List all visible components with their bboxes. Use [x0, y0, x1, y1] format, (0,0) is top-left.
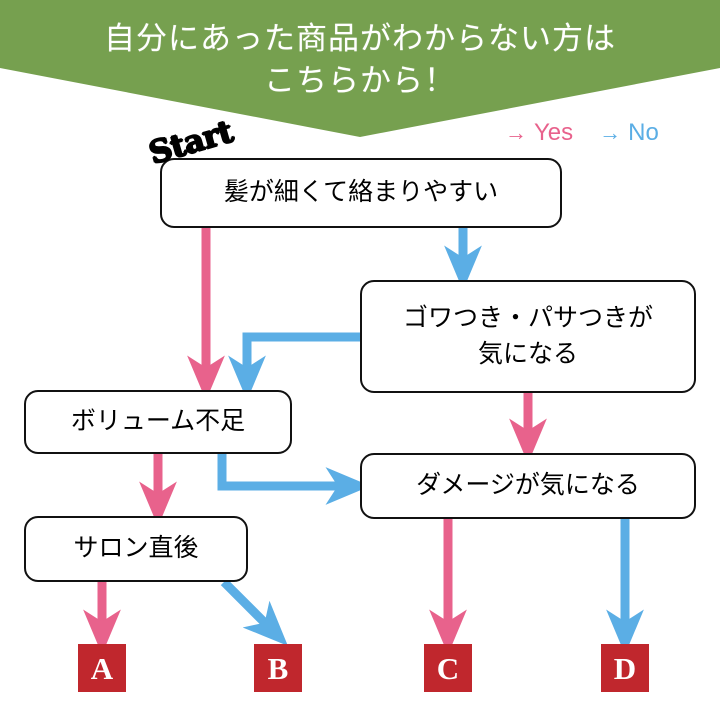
- node-after-salon[interactable]: サロン直後: [24, 516, 248, 582]
- result-badge-b[interactable]: B: [254, 644, 302, 692]
- node-label-line2: 気になる: [477, 340, 578, 368]
- node-volume-lack[interactable]: ボリューム不足: [24, 390, 292, 454]
- legend: → Yes → No: [505, 119, 659, 147]
- header-banner: 自分にあった商品がわからない方は こちらから！: [0, 0, 720, 140]
- legend-item-yes: → Yes: [505, 119, 573, 147]
- edge-salon-to-b: [220, 578, 288, 646]
- edge-volume-to-damage: [217, 454, 371, 505]
- node-label: ゴワつき・パサつきが 気になる: [393, 301, 663, 373]
- result-badge-label: D: [613, 650, 637, 686]
- result-badge-label: C: [436, 650, 460, 686]
- result-badge-a[interactable]: A: [78, 644, 126, 692]
- node-label: 髪が細くて絡まりやすい: [223, 179, 499, 206]
- banner-title-line2: こちらから！: [264, 63, 456, 98]
- edge-gowa-to-volume: [228, 332, 360, 401]
- node-label: ダメージが気になる: [416, 472, 640, 499]
- banner-title-line1: 自分にあった商品がわからない方は: [104, 21, 616, 56]
- legend-label-yes: Yes: [534, 119, 574, 146]
- node-hair-thin-tangled[interactable]: 髪が細くて絡まりやすい: [160, 158, 562, 228]
- node-damage-concern[interactable]: ダメージが気になる: [360, 453, 696, 519]
- node-label-line1: ゴワつき・パサつきが: [402, 304, 653, 332]
- banner-title: 自分にあった商品がわからない方は こちらから！: [0, 0, 720, 102]
- result-badge-label: B: [267, 650, 289, 686]
- node-label: ボリューム不足: [70, 408, 246, 435]
- legend-item-no: → No: [599, 119, 659, 147]
- result-badge-c[interactable]: C: [424, 644, 472, 692]
- node-rough-dry[interactable]: ゴワつき・パサつきが 気になる: [360, 280, 696, 393]
- result-badge-label: A: [90, 650, 114, 686]
- node-label: サロン直後: [73, 535, 199, 562]
- arrow-right-icon: →: [599, 120, 622, 145]
- arrow-right-icon: →: [505, 120, 527, 145]
- result-badge-d[interactable]: D: [601, 644, 649, 692]
- legend-label-no: No: [628, 119, 659, 146]
